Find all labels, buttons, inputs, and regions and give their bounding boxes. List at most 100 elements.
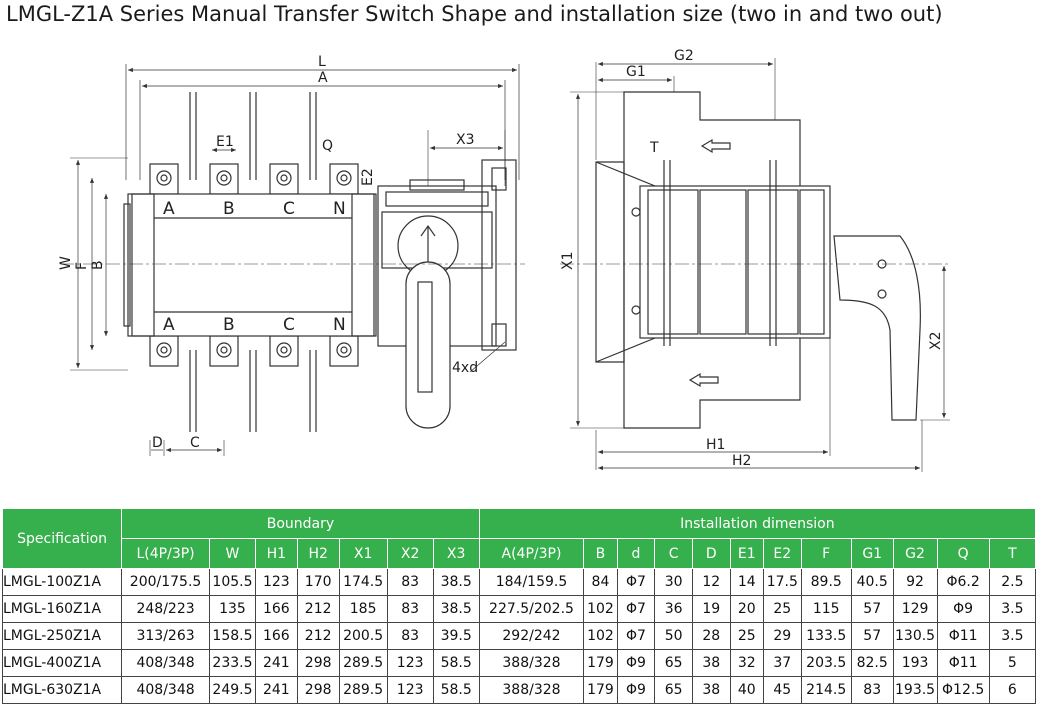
table-cell: 292/242 xyxy=(478,622,585,650)
table-cell: 248/223 xyxy=(121,595,210,623)
table-cell: 170 xyxy=(296,568,340,596)
column-header: L(4P/3P) xyxy=(121,538,210,569)
table-cell: 174.5 xyxy=(338,568,388,596)
phase-bottom-a: A xyxy=(163,315,175,335)
table-cell: 158.5 xyxy=(208,622,256,650)
column-header: B xyxy=(583,538,618,569)
table-cell: 36 xyxy=(654,595,693,623)
column-header: E2 xyxy=(763,538,802,569)
table-cell: 58.5 xyxy=(432,676,480,704)
table-cell: 105.5 xyxy=(208,568,256,596)
label-G2: G2 xyxy=(674,48,694,64)
table-cell: 83 xyxy=(386,622,434,650)
table-cell: 32 xyxy=(729,649,765,677)
table-cell: 123 xyxy=(254,568,298,596)
column-header: A(4P/3P) xyxy=(478,538,585,569)
table-cell: 166 xyxy=(254,595,298,623)
table-cell: 388/328 xyxy=(478,676,585,704)
column-header: H1 xyxy=(254,538,298,569)
front-view xyxy=(60,64,525,456)
column-header: F xyxy=(800,538,852,569)
table-cell: 3.5 xyxy=(988,595,1037,623)
table-cell: 6 xyxy=(988,676,1037,704)
column-header: H2 xyxy=(296,538,340,569)
table-cell: 14 xyxy=(729,568,765,596)
group-install-header: Installation dimension xyxy=(478,508,1037,539)
table-cell: 193 xyxy=(892,649,938,677)
column-header: G2 xyxy=(892,538,938,569)
label-4xd: 4xd xyxy=(452,360,478,376)
phase-top-c: C xyxy=(283,199,295,219)
model-cell: LMGL-250Z1A xyxy=(1,622,123,650)
table-cell: 130.5 xyxy=(892,622,938,650)
column-header: G1 xyxy=(850,538,894,569)
column-header: d xyxy=(616,538,656,569)
table-cell: Φ9 xyxy=(616,676,656,704)
table-cell: Φ11 xyxy=(936,649,990,677)
label-C: C xyxy=(190,435,200,451)
label-X3: X3 xyxy=(456,132,475,148)
table-cell: 388/328 xyxy=(478,649,585,677)
model-cell: LMGL-400Z1A xyxy=(1,649,123,677)
model-cell: LMGL-160Z1A xyxy=(1,595,123,623)
label-T: T xyxy=(649,140,659,156)
table-cell: 20 xyxy=(729,595,765,623)
spec-table: Specification Boundary Installation dime… xyxy=(1,508,1037,704)
table-cell: 38 xyxy=(691,649,731,677)
column-header: W xyxy=(208,538,256,569)
table-cell: 184/159.5 xyxy=(478,568,585,596)
table-cell: Φ12.5 xyxy=(936,676,990,704)
label-L: L xyxy=(318,54,326,70)
table-cell: 19 xyxy=(691,595,731,623)
phase-bottom-b: B xyxy=(223,315,235,335)
table-cell: 129 xyxy=(892,595,938,623)
table-cell: 2.5 xyxy=(988,568,1037,596)
label-A: A xyxy=(318,70,328,86)
phase-top-n: N xyxy=(333,199,346,219)
table-cell: 25 xyxy=(729,622,765,650)
table-cell: 5 xyxy=(988,649,1037,677)
table-cell: 102 xyxy=(583,622,618,650)
label-W: W xyxy=(58,256,74,270)
table-cell: 39.5 xyxy=(432,622,480,650)
label-X2: X2 xyxy=(928,332,944,351)
column-header: E1 xyxy=(729,538,765,569)
table-cell: 214.5 xyxy=(800,676,852,704)
model-cell: LMGL-100Z1A xyxy=(1,568,123,596)
spec-header: Specification xyxy=(1,508,123,569)
table-cell: 30 xyxy=(654,568,693,596)
table-cell: Φ7 xyxy=(616,622,656,650)
table-cell: Φ9 xyxy=(936,595,990,623)
table-cell: 135 xyxy=(208,595,256,623)
column-header: T xyxy=(988,538,1037,569)
table-cell: 82.5 xyxy=(850,649,894,677)
page-title: LMGL-Z1A Series Manual Transfer Switch S… xyxy=(6,2,943,26)
table-cell: Φ11 xyxy=(936,622,990,650)
table-cell: 212 xyxy=(296,622,340,650)
phase-bottom-c: C xyxy=(283,315,295,335)
table-cell: 57 xyxy=(850,595,894,623)
table-cell: 58.5 xyxy=(432,649,480,677)
table-cell: 50 xyxy=(654,622,693,650)
table-cell: 123 xyxy=(386,649,434,677)
phase-bottom-n: N xyxy=(333,315,346,335)
table-cell: 289.5 xyxy=(338,676,388,704)
column-header: X3 xyxy=(432,538,480,569)
column-header: X1 xyxy=(338,538,388,569)
label-H2: H2 xyxy=(732,453,751,469)
table-cell: 123 xyxy=(386,676,434,704)
table-cell: 241 xyxy=(254,649,298,677)
table-cell: 40.5 xyxy=(850,568,894,596)
table-cell: 37 xyxy=(763,649,802,677)
table-cell: Φ6.2 xyxy=(936,568,990,596)
table-cell: 83 xyxy=(386,595,434,623)
table-cell: Φ7 xyxy=(616,568,656,596)
table-cell: Φ9 xyxy=(616,649,656,677)
table-cell: 89.5 xyxy=(800,568,852,596)
phase-top-a: A xyxy=(163,199,175,219)
table-cell: 38.5 xyxy=(432,595,480,623)
column-header: X2 xyxy=(386,538,434,569)
side-view-labels: G2 G1 T X1 X2 H1 H2 xyxy=(560,48,944,469)
